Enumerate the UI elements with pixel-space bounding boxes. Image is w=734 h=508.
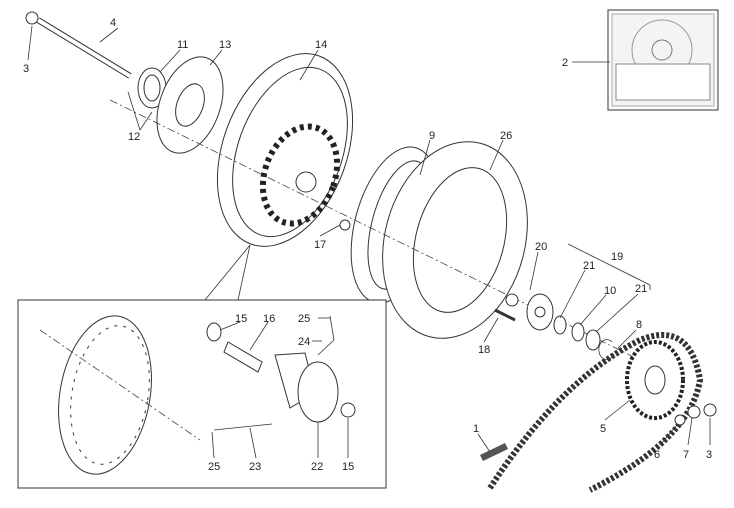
- leader-lines: [27, 25, 711, 459]
- chain: [487, 332, 704, 493]
- callout-17: 17: [314, 239, 326, 251]
- tire: [382, 141, 528, 339]
- nut: [687, 405, 701, 419]
- callout-19: 19: [611, 251, 623, 263]
- callout-3b: 3: [706, 449, 712, 461]
- callout-25b: 25: [208, 461, 220, 473]
- callout-6: 6: [654, 449, 660, 461]
- callout-2: 2: [562, 57, 568, 69]
- callout-15b: 15: [342, 461, 354, 473]
- callout-3: 3: [23, 63, 29, 75]
- callout-1: 1: [473, 423, 479, 435]
- callout-12: 12: [128, 131, 140, 143]
- spacer: [339, 219, 351, 231]
- callout-21b: 21: [635, 283, 647, 295]
- bracket-19: [567, 243, 651, 290]
- callout-14: 14: [315, 39, 327, 51]
- spoked-wheel: [216, 53, 354, 247]
- callout-13: 13: [219, 39, 231, 51]
- callout-9: 9: [429, 130, 435, 142]
- callout-25: 25: [298, 313, 310, 325]
- callout-10: 10: [604, 285, 616, 297]
- sprocket-carrier: [494, 293, 615, 360]
- callout-22: 22: [311, 461, 323, 473]
- callout-20: 20: [535, 241, 547, 253]
- rear-sprocket: [625, 340, 685, 420]
- callout-5: 5: [600, 423, 606, 435]
- callout-11: 11: [177, 39, 188, 51]
- callout-18: 18: [478, 344, 490, 356]
- callout-labels: 4 3 11 13 14 12 2 9 26 17 20 19 21 10 21…: [23, 17, 712, 473]
- hub-detail-inset: [17, 299, 387, 489]
- callout-4: 4: [110, 17, 116, 29]
- chain-link: [480, 443, 508, 461]
- callout-21: 21: [583, 260, 595, 272]
- callout-15: 15: [235, 313, 247, 325]
- brake-disc: [156, 56, 224, 154]
- callout-16: 16: [263, 313, 275, 325]
- axle: [25, 11, 132, 79]
- callout-7: 7: [683, 449, 689, 461]
- bolt: [674, 414, 686, 426]
- caliper-bracket: [137, 67, 167, 109]
- overview-thumbnail: [607, 9, 719, 111]
- callout-23: 23: [249, 461, 261, 473]
- callout-26: 26: [500, 130, 512, 142]
- nut: [703, 403, 717, 417]
- callout-8: 8: [636, 319, 642, 331]
- callout-24: 24: [298, 336, 310, 348]
